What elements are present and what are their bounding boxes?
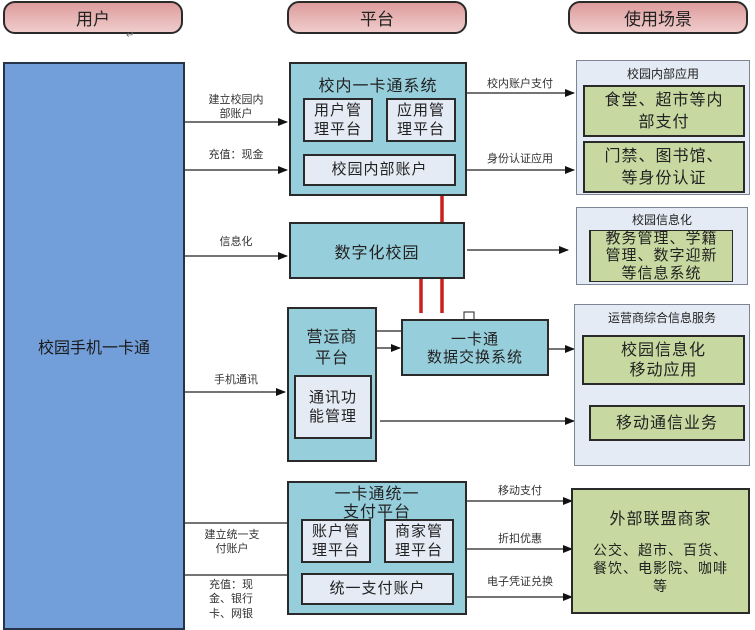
- label-create-internal-account: 建立校园内 部账户: [208, 93, 264, 121]
- user-mgmt-platform: 用户管 理平台: [303, 98, 373, 142]
- data-exchange-system: 一卡通 数据交换系统: [401, 319, 549, 376]
- scenario-campus-internal-title: 校园内部应用: [626, 67, 699, 81]
- scenario-external-merchants-detail: 公交、超市、百货、 餐饮、电影院、咖啡 等: [593, 542, 728, 595]
- digital-campus-title: 数字化校园: [334, 242, 420, 262]
- data-exchange-title: 一卡通 数据交换系统: [426, 329, 523, 366]
- label-mobile-comm: 手机通讯: [214, 373, 258, 386]
- unified-payment-platform: 一卡通统一 支付平台 账户管 理平台 商家管 理平台 统一支付账户: [287, 481, 467, 615]
- header-scenarios: 使用场景: [568, 1, 748, 34]
- operator-platform: 营运商 平台 通讯功 能管理: [287, 307, 377, 462]
- paragraph-mark: ↵: [126, 30, 135, 41]
- header-user: 用户: [3, 1, 183, 34]
- scenario-campus-info-title: 校园信息化: [631, 213, 692, 227]
- scenario-item-mobile-apps: 校园信息化 移动应用: [582, 335, 745, 385]
- label-mobile-payment: 移动支付: [498, 484, 542, 497]
- header-user-label: 用户: [76, 10, 110, 30]
- merchant-mgmt-platform: 商家管 理平台: [384, 519, 454, 563]
- header-platform: 平台: [287, 1, 467, 34]
- header-scenarios-label: 使用场景: [624, 10, 692, 30]
- campus-card-system: 校内一卡通系统 用户管 理平台 应用管 理平台 校园内部账户: [289, 62, 467, 196]
- unified-payment-account: 统一支付账户: [301, 573, 454, 605]
- label-discount: 折扣优惠: [498, 532, 542, 545]
- scenario-item-mobile-business: 移动通信业务: [589, 405, 745, 441]
- unified-payment-title: 一卡通统一 支付平台: [334, 484, 420, 522]
- label-identity-auth: 身份认证应用: [487, 152, 553, 165]
- label-internal-payment: 校内账户支付: [487, 77, 553, 90]
- comm-function-mgmt: 通讯功 能管理: [294, 375, 372, 439]
- scenario-campus-internal: 校园内部应用 食堂、超市等内 部支付 门禁、图书馆、 等身份认证: [576, 60, 750, 195]
- scenario-operator-services: 运营商综合信息服务 校园信息化 移动应用 移动通信业务: [574, 304, 750, 466]
- app-mgmt-platform: 应用管 理平台: [386, 98, 456, 142]
- scenario-operator-services-title: 运营商综合信息服务: [607, 311, 716, 325]
- account-mgmt-platform: 账户管 理平台: [301, 519, 371, 563]
- scenario-campus-info: 校园信息化 教务管理、学籍 管理、数字迎新 等信息系统: [576, 207, 748, 285]
- label-recharge-multi: 充值：现 金、银行 卡、网银: [209, 578, 253, 620]
- user-column-label: 校园手机一卡通: [37, 338, 150, 357]
- label-recharge-cash: 充值：现金: [208, 148, 264, 161]
- scenario-external-merchants: 外部联盟商家 公交、超市、百货、 餐饮、电影院、咖啡 等: [571, 488, 750, 614]
- scenario-item-academic-systems: 教务管理、学籍 管理、数字迎新 等信息系统: [589, 230, 733, 282]
- operator-platform-title: 营运商 平台: [306, 327, 358, 367]
- scenario-item-identity-auth: 门禁、图书馆、 等身份认证: [583, 141, 745, 193]
- label-create-unified-account: 建立统一支 付账户: [204, 528, 260, 556]
- campus-card-system-title: 校内一卡通系统: [318, 76, 438, 95]
- internal-account: 校园内部账户: [303, 154, 456, 186]
- user-column: 校园手机一卡通: [3, 62, 185, 630]
- label-e-voucher: 电子凭证兑换: [487, 575, 553, 588]
- scenario-external-merchants-title: 外部联盟商家: [609, 509, 712, 528]
- header-platform-label: 平台: [360, 10, 394, 30]
- scenario-item-internal-payment: 食堂、超市等内 部支付: [583, 85, 745, 137]
- digital-campus: 数字化校园: [289, 222, 465, 279]
- label-informatization: 信息化: [219, 235, 253, 248]
